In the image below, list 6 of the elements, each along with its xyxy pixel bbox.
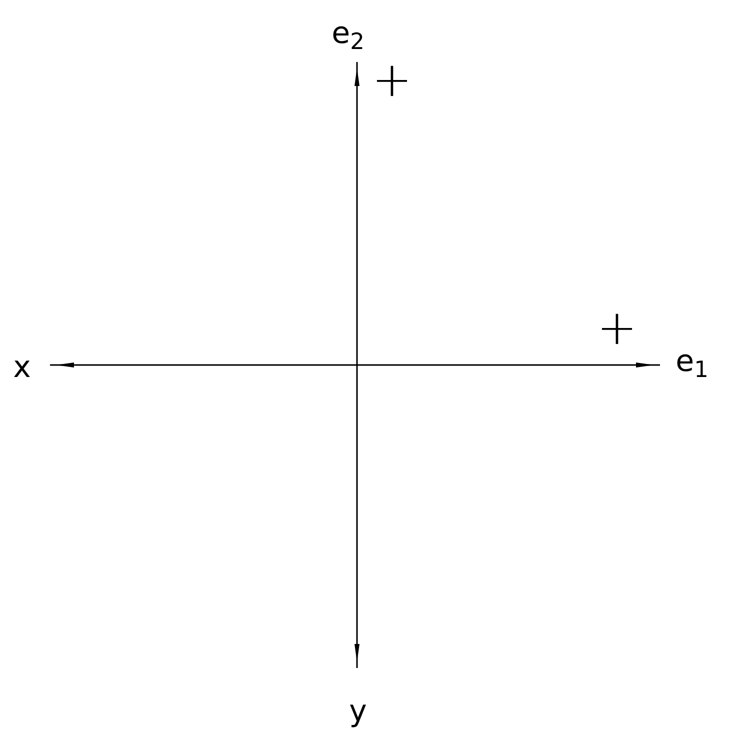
axis-label: e$_{1}$ xyxy=(676,347,708,377)
plus-sign: + xyxy=(372,56,412,104)
axis-label: x xyxy=(13,353,31,383)
axis-label: e$_{2}$ xyxy=(332,19,364,49)
plus-sign: + xyxy=(596,304,638,352)
axis-label: y xyxy=(349,697,367,727)
